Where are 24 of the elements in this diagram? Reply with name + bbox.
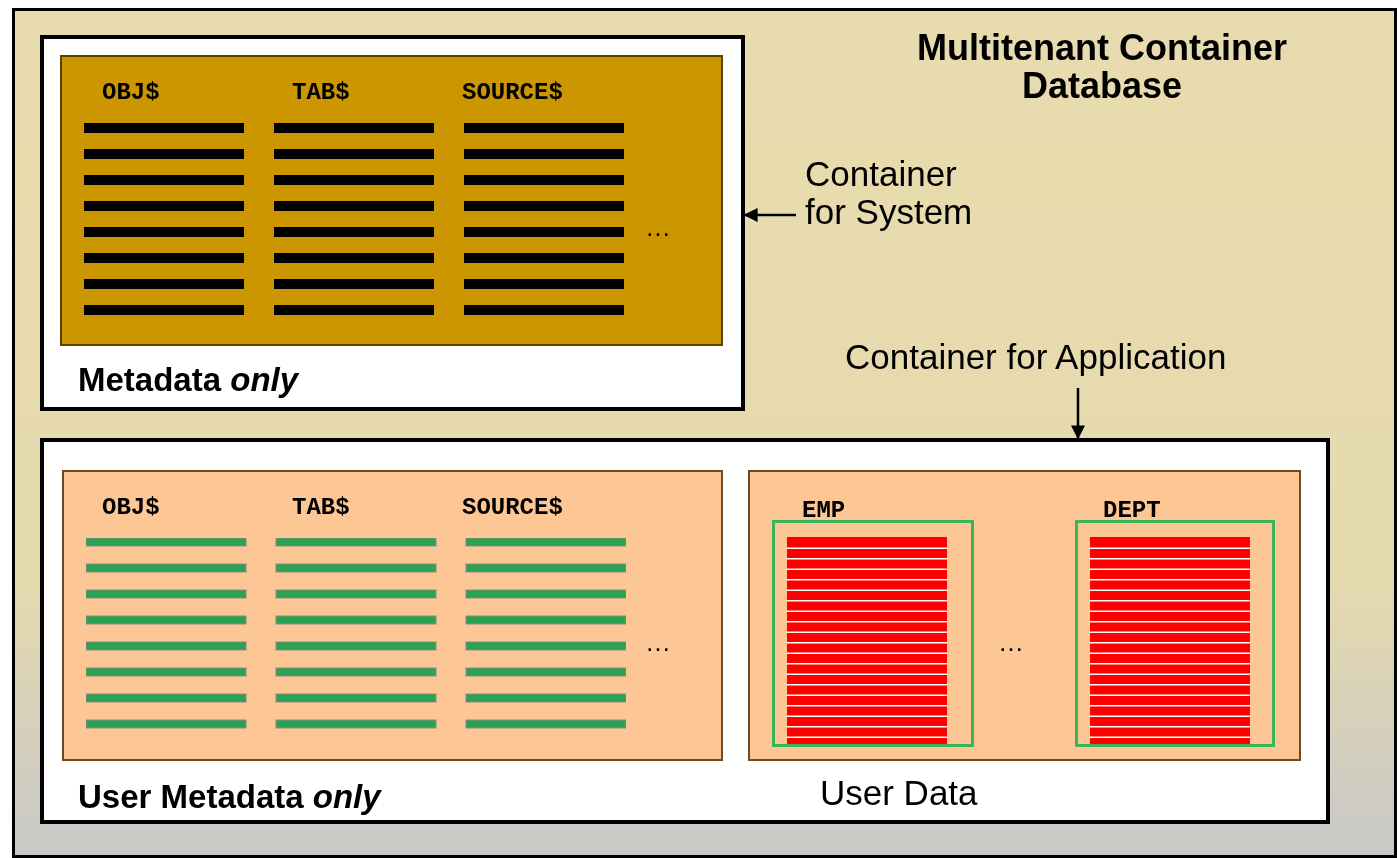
annotation-text: Container for Application — [845, 338, 1227, 376]
column-header: TAB$ — [292, 79, 350, 106]
column-header: SOURCE$ — [462, 79, 563, 106]
arrow — [1071, 388, 1085, 440]
ellipsis: … — [998, 627, 1024, 658]
arrow — [743, 208, 796, 222]
container-label: User Metadata only — [78, 778, 381, 816]
column-header: OBJ$ — [102, 494, 160, 521]
annotation-text: Container for System — [805, 155, 974, 231]
column-header: OBJ$ — [102, 79, 160, 106]
container-box — [40, 438, 1330, 824]
column-header: EMP — [802, 497, 846, 524]
column-header: TAB$ — [292, 494, 350, 521]
container-label: User Data — [820, 774, 978, 812]
column-header: SOURCE$ — [462, 494, 563, 521]
metadata-table-panel — [62, 470, 723, 761]
container-database-panel — [12, 8, 1397, 858]
column-header: DEPT — [1103, 497, 1161, 524]
ellipsis: … — [645, 627, 671, 658]
container-box — [40, 35, 745, 411]
metadata-table-panel — [60, 55, 723, 346]
container-label: Metadata only — [78, 361, 299, 399]
ellipsis: … — [645, 212, 671, 243]
heading: Multitenant Container Database — [916, 29, 1288, 105]
